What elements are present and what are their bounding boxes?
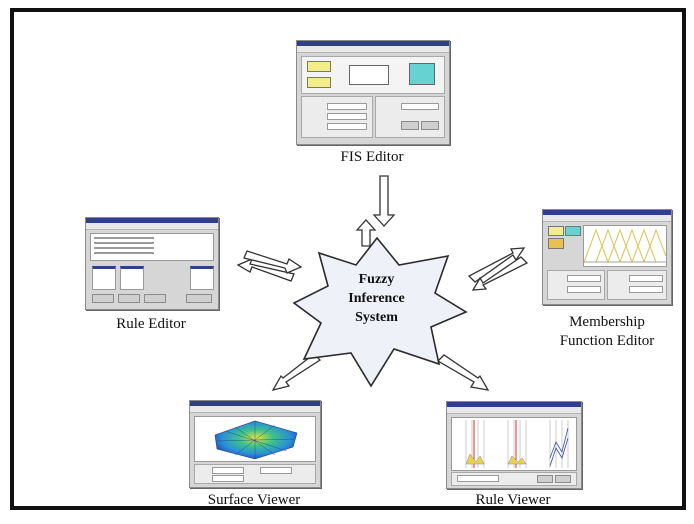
rule-viewer-label: Rule Viewer [475,492,551,508]
center-label-line1: Fuzzy [358,272,395,287]
arrow-to-surface-viewer [271,353,322,392]
rule-editor-thumbnail [85,217,219,310]
surface-viewer-label: Surface Viewer [207,492,301,508]
arrow-from-membership-editor [471,256,529,291]
mf-output-block [565,226,581,236]
fis-editor-thumbnail [296,40,450,145]
center-label-line3: System [355,310,398,325]
mf-selected-block [548,238,564,249]
diagram-frame: .arr { fill: #ffffff; stroke: #333333; s… [10,8,686,510]
arrows-layer: .arr { fill: #ffffff; stroke: #333333; s… [236,175,529,392]
fuzzy-inference-system-star [292,236,468,388]
center-label-line2: Inference [348,291,405,306]
surface-viewer-thumbnail [189,400,321,488]
membership-function-editor-thumbnail [542,209,672,305]
arrow-to-membership-editor [467,247,526,283]
mf-input-block [548,226,564,236]
rule-viewer-thumbnail [446,401,582,489]
arrow-from-fis-editor [372,175,396,227]
membership-function-plot [584,228,666,263]
arrow-to-fis-editor [355,219,377,247]
membership-editor-label-line2: Function Editor [559,333,655,349]
fis-input-block-2 [307,77,331,88]
surface-plot [214,420,298,460]
rule-editor-label: Rule Editor [116,316,186,332]
fis-input-block [307,61,331,72]
membership-editor-label-line1: Membership [569,314,645,330]
arrow-to-rule-viewer [436,354,490,391]
arrow-to-rule-editor [236,257,295,282]
rule-viewer-plot [465,420,569,468]
fis-rule-block [349,65,389,85]
arrow-from-rule-editor [243,250,303,274]
fis-output-block [409,63,435,85]
fis-editor-label: FIS Editor [340,149,404,165]
